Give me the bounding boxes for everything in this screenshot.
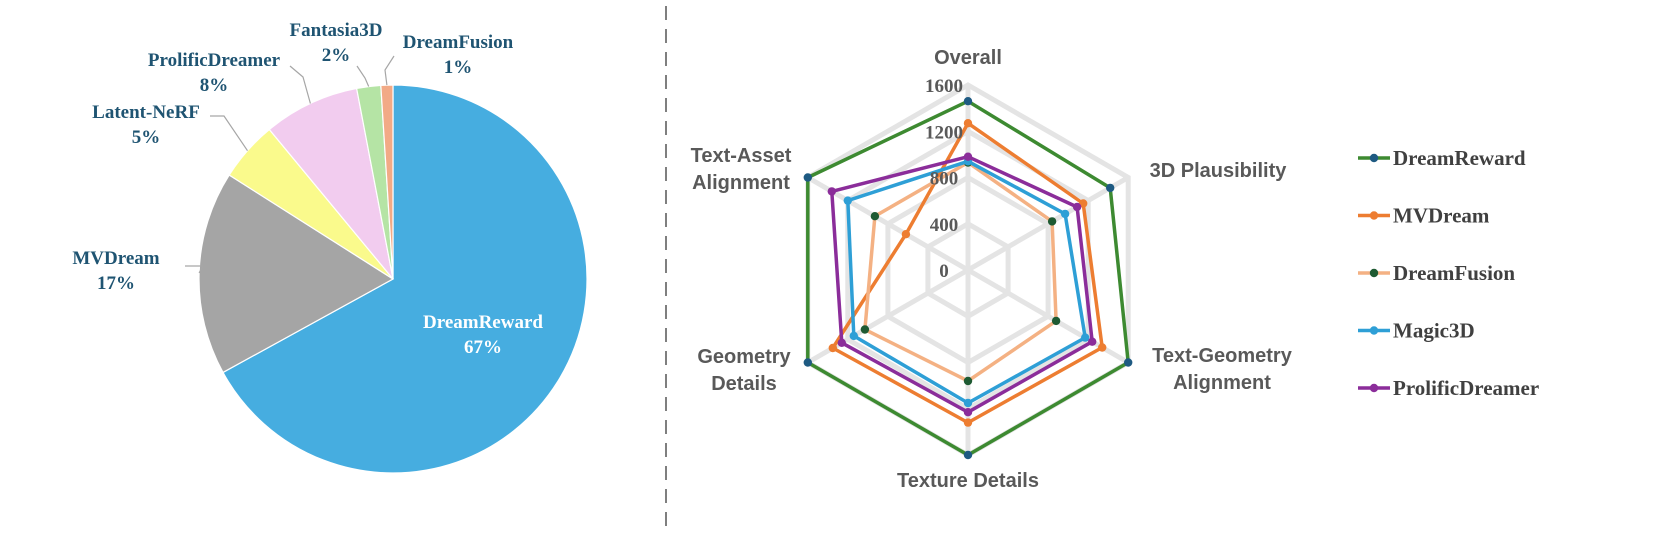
radar-point-prolificdreamer-2 xyxy=(1088,337,1097,346)
radar-series-magic3d xyxy=(843,157,1090,408)
radar-point-prolificdreamer-3 xyxy=(963,408,973,417)
radar-point-dreamfusion-4 xyxy=(860,325,870,334)
legend-swatch-marker xyxy=(1369,153,1379,163)
radar-axis-label-texture-details: Texture Details xyxy=(897,470,1039,492)
legend-label-dreamreward: DreamReward xyxy=(1393,146,1526,170)
radar-point-dreamreward-3 xyxy=(963,450,973,460)
radar-point-mvdream-1 xyxy=(1079,199,1088,208)
leader-line-prolificdreamer xyxy=(289,65,311,104)
radar-tick-label: 400 xyxy=(930,215,959,236)
radar-axis-label-overall: Overall xyxy=(934,47,1002,69)
radar-tick-label: 1600 xyxy=(925,76,963,97)
pie-percent-prolificdreamer: 8% xyxy=(200,75,229,96)
radar-point-dreamfusion-3 xyxy=(963,376,973,386)
legend-item-dreamreward: DreamReward xyxy=(1358,146,1526,170)
legend-item-mvdream: MVDream xyxy=(1358,204,1490,228)
legend-swatch-marker xyxy=(1369,211,1379,220)
pie-label-fantasia3d: Fantasia3D xyxy=(290,20,383,41)
radar-spoke xyxy=(966,175,1130,273)
radar-point-dreamfusion-1 xyxy=(1047,217,1057,226)
radar-point-magic3d-4 xyxy=(849,331,858,341)
leader-line-fantasia3d xyxy=(356,65,370,87)
pie-label-latent-nerf: Latent-NeRF xyxy=(92,102,200,123)
legend-item-magic3d: Magic3D xyxy=(1358,319,1475,343)
pie-slice-prolificdreamer xyxy=(268,87,394,280)
radar-point-magic3d-1 xyxy=(1060,209,1070,219)
radar-point-dreamreward-1 xyxy=(1106,183,1115,193)
radar-point-dreamfusion-5 xyxy=(870,212,880,221)
radar-point-dreamreward-0 xyxy=(963,97,973,106)
radar-point-prolificdreamer-5 xyxy=(827,187,836,196)
pie-label-prolificdreamer: ProlificDreamer xyxy=(148,50,281,71)
leader-line-mvdream xyxy=(185,265,205,274)
radar-tick-label: 800 xyxy=(930,169,959,190)
radar-point-dreamreward-5 xyxy=(803,173,812,182)
radar-point-dreamreward-2 xyxy=(1124,358,1133,367)
radar-point-prolificdreamer-1 xyxy=(1072,202,1082,212)
radar-point-dreamreward-4 xyxy=(803,358,812,367)
radar-point-mvdream-2 xyxy=(1098,343,1107,352)
radar-tick-label: 1200 xyxy=(925,122,963,143)
pie-slice-mvdream xyxy=(198,174,395,374)
radar-point-magic3d-5 xyxy=(843,196,852,205)
pie-percent-fantasia3d: 2% xyxy=(322,45,351,66)
radar-series-dreamfusion xyxy=(860,158,1061,386)
radar-point-mvdream-3 xyxy=(963,418,973,427)
legend-label-prolificdreamer: ProlificDreamer xyxy=(1393,376,1539,400)
pie-label-mvdream: MVDream xyxy=(72,248,159,269)
radar-point-magic3d-2 xyxy=(1081,333,1090,342)
legend-label-dreamfusion: DreamFusion xyxy=(1393,261,1515,285)
radar-tick-label: 0 xyxy=(939,261,949,282)
radar-point-magic3d-3 xyxy=(963,398,973,408)
pie-percent-dreamfusion: 1% xyxy=(444,57,473,78)
pie-chart: DreamReward 67% MVDream 17% Latent-NeRF 5% Pro… xyxy=(72,20,588,474)
radar-point-prolificdreamer-0 xyxy=(963,152,973,161)
pie-percent-dreamreward: 67% xyxy=(464,337,502,358)
pie-slice-dreamreward xyxy=(222,84,588,474)
pie-percent-latent-nerf: 5% xyxy=(132,127,161,148)
radar-series-dreamreward xyxy=(803,97,1133,460)
legend-label-mvdream: MVDream xyxy=(1393,204,1490,228)
legend-swatch-marker xyxy=(1369,268,1379,278)
legend-item-prolificdreamer: ProlificDreamer xyxy=(1358,376,1539,400)
radar-axis-label-3d-plausibility: 3D Plausibility xyxy=(1150,160,1288,182)
leader-line-dreamfusion xyxy=(384,55,395,86)
radar-point-mvdream-4 xyxy=(828,343,837,353)
legend-label-magic3d: Magic3D xyxy=(1393,319,1475,343)
radar-point-mvdream-0 xyxy=(963,119,973,128)
pie-percent-mvdream: 17% xyxy=(97,273,135,294)
radar-series-prolificdreamer xyxy=(827,152,1097,417)
radar-point-prolificdreamer-4 xyxy=(837,338,846,347)
radar-point-dreamfusion-2 xyxy=(1051,316,1061,326)
radar-point-mvdream-5 xyxy=(901,230,911,239)
pie-label-dreamfusion: DreamFusion xyxy=(403,32,514,53)
radar-series-mvdream xyxy=(828,119,1107,427)
leader-line-latent-nerf xyxy=(210,115,248,152)
pie-label-dreamreward: DreamReward xyxy=(423,312,543,333)
legend-swatch-marker xyxy=(1369,326,1379,335)
legend-swatch-marker xyxy=(1369,383,1379,393)
legend-item-dreamfusion: DreamFusion xyxy=(1358,261,1515,285)
